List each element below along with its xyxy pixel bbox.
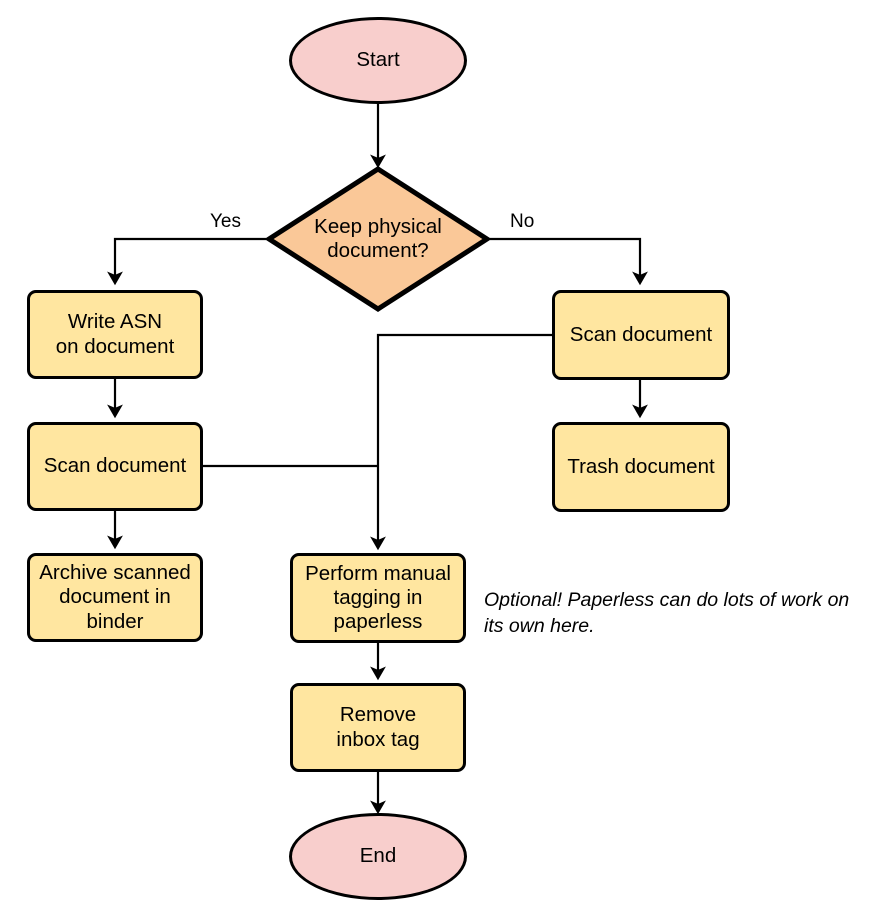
node-scan-document-left-label: Scan document: [43, 454, 187, 478]
node-archive-label-line1: Archive scanned: [39, 561, 191, 585]
node-tagging-label: Perform manual tagging in paperless: [305, 562, 451, 635]
node-scan-document-right[interactable]: Scan document: [552, 290, 730, 380]
edge-scan-right-to-tagging: [370, 333, 552, 551]
node-remove-inbox-label: Remove inbox tag: [336, 703, 419, 751]
node-tagging-label-line3: paperless: [333, 610, 423, 634]
node-end[interactable]: End: [289, 813, 467, 900]
node-write-asn-on-document[interactable]: Write ASN on document: [27, 290, 203, 379]
node-decision-keep-physical-document[interactable]: Keep physical document?: [266, 166, 490, 312]
node-start[interactable]: Start: [289, 17, 467, 104]
diamond-shape: [266, 166, 490, 312]
node-scan-document-left[interactable]: Scan document: [27, 422, 203, 511]
node-remove-inbox-tag[interactable]: Remove inbox tag: [290, 683, 466, 772]
annotation-optional-note-line1: Optional! Paperless can do lots of work …: [484, 589, 850, 611]
node-remove-inbox-label-line1: Remove: [339, 703, 417, 727]
node-tagging-label-line1: Perform manual: [305, 561, 451, 585]
node-start-label: Start: [356, 48, 400, 72]
node-decision-label-line2: document?: [327, 239, 429, 262]
annotation-optional-note: Optional! Paperless can do lots of work …: [484, 588, 888, 639]
node-archive-label-line3: binder: [86, 609, 144, 633]
node-write-asn-label-line2: on document: [55, 334, 175, 358]
node-end-label: End: [359, 844, 397, 868]
node-trash-document-label: Trash document: [567, 454, 715, 478]
node-decision-label-line1: Keep physical: [314, 214, 442, 238]
edge-label-yes: Yes: [210, 211, 241, 232]
edge-decision-yes-to-write-asn: [107, 237, 266, 286]
node-archive-label-line2: document in: [59, 585, 171, 609]
node-write-asn-label: Write ASN on document: [56, 310, 175, 358]
edge-label-no: No: [510, 211, 535, 232]
node-remove-inbox-label-line2: inbox tag: [336, 727, 420, 751]
node-archive-scanned-document[interactable]: Archive scanned document in binder: [27, 553, 203, 642]
node-perform-manual-tagging[interactable]: Perform manual tagging in paperless: [290, 553, 466, 643]
edge-decision-no-to-scan-right: [490, 237, 648, 286]
annotation-optional-note-line2: its own here.: [484, 614, 595, 637]
node-scan-document-right-label: Scan document: [569, 322, 713, 346]
node-trash-document[interactable]: Trash document: [552, 422, 730, 512]
node-archive-label: Archive scanned document in binder: [39, 561, 191, 634]
node-decision-label: Keep physical document?: [266, 215, 490, 263]
node-write-asn-label-line1: Write ASN: [67, 310, 163, 334]
node-tagging-label-line2: tagging in: [333, 585, 423, 609]
